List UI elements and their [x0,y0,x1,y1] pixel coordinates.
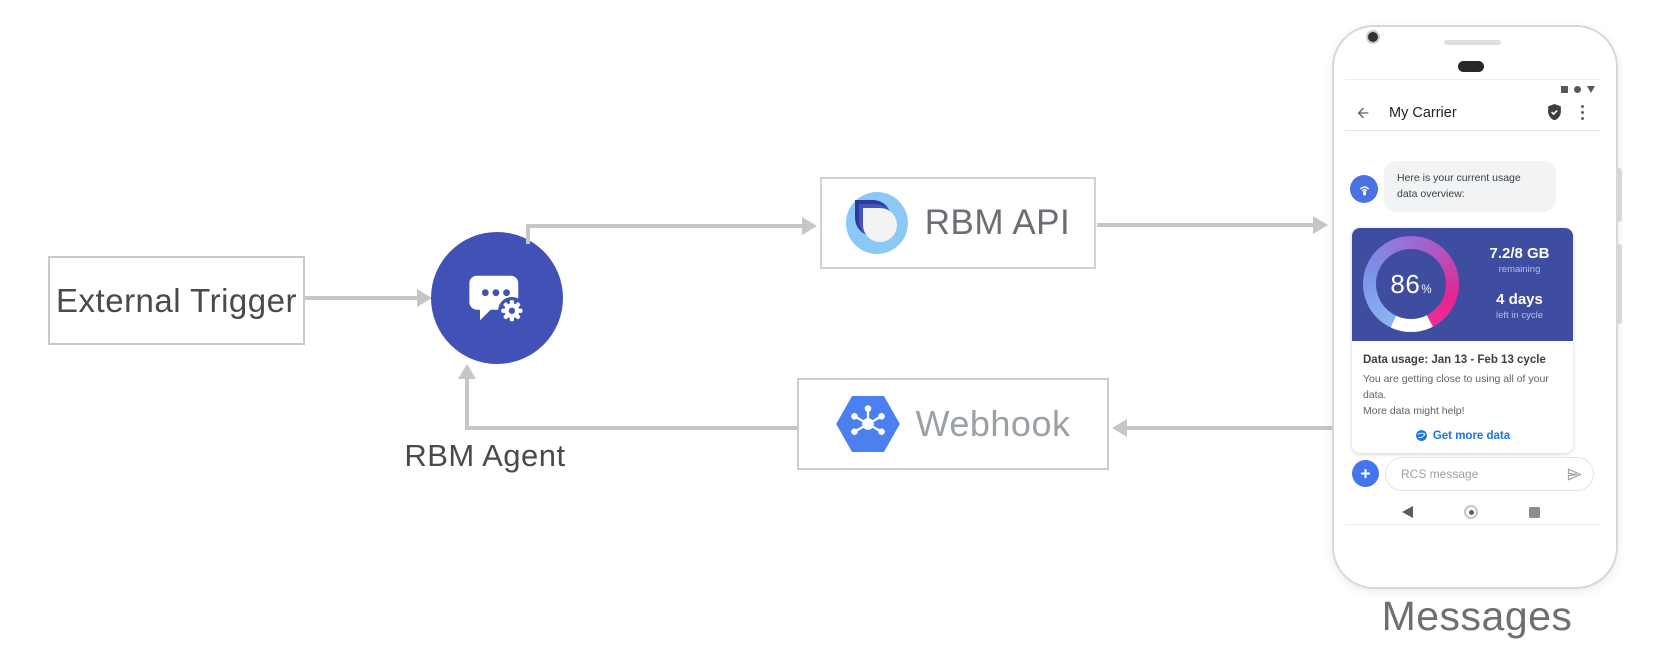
days-left-label: left in cycle [1496,310,1543,321]
usage-card-body-line2: More data might help! [1363,404,1465,417]
webhook-hexagon-icon [835,396,900,452]
carrier-avatar [1350,175,1378,203]
external-trigger-node: External Trigger [48,256,305,345]
usage-card: 86 % 7.2/8 GB remaining 4 days left in c… [1352,228,1573,454]
webhook-node: Webhook [797,378,1109,470]
bubble-text-line1: Here is your current usage [1397,172,1521,184]
usage-gauge: 86 % [1363,236,1459,332]
arrow-line [465,378,469,430]
plus-icon [1360,468,1371,479]
arrowhead-left-icon [1112,419,1127,437]
arrowhead-right-icon [802,217,817,235]
get-more-data-button[interactable]: Get more data [1363,429,1562,442]
arrow-line [1097,223,1313,227]
rbm-api-logo-icon [845,192,908,254]
chat-bubble: Here is your current usage data overview… [1384,161,1556,212]
arrow-line [1127,426,1332,430]
back-arrow-icon[interactable] [1355,105,1371,121]
external-trigger-label: External Trigger [56,281,297,319]
status-circle-icon [1574,86,1581,93]
gauge-percent: 86 [1390,268,1421,299]
arrowhead-up-icon [458,364,476,379]
arrow-line [526,224,804,228]
app-header: My Carrier [1345,95,1600,131]
verified-shield-icon [1547,104,1561,121]
add-attachment-button[interactable] [1352,460,1379,487]
chat-gear-icon [469,275,526,325]
overflow-menu-icon[interactable] [1579,103,1587,123]
usage-card-body-line1: You are getting close to using all of yo… [1363,373,1549,401]
power-button [1616,168,1622,222]
arrow-line [467,426,797,430]
usage-card-body: You are getting close to using all of yo… [1363,372,1562,419]
nav-back-icon[interactable] [1402,506,1413,518]
data-remaining-value: 7.2/8 GB [1489,245,1550,262]
status-square-icon [1561,86,1568,93]
android-navbar [1345,505,1600,523]
phone-screen: My Carrier Here is your current usage da… [1345,79,1600,525]
rbm-agent-label: RBM Agent [404,438,566,473]
volume-button [1616,244,1622,324]
rbm-api-node: RBM API [820,177,1096,269]
arrowhead-right-icon [1313,216,1328,234]
globe-icon [1415,430,1427,442]
webhook-label: Webhook [915,403,1071,444]
front-camera [1366,30,1380,44]
arrow-line [526,226,530,244]
arrowhead-right-icon [417,289,432,307]
messages-caption: Messages [1381,593,1573,639]
earpiece [1458,61,1484,72]
arrow-line [305,296,417,300]
usage-card-text-section: Data usage: Jan 13 - Feb 13 cycle You ar… [1352,341,1573,453]
send-icon[interactable] [1566,466,1583,483]
bubble-text-line2: data overview: [1397,188,1465,201]
rbm-agent-node [431,232,563,364]
nav-recents-icon[interactable] [1529,507,1540,518]
status-bar [1561,86,1595,93]
days-left-value: 4 days [1496,291,1543,308]
rcs-message-input[interactable] [1399,466,1566,482]
antenna-icon [1359,185,1369,196]
conversation-title: My Carrier [1389,104,1457,121]
data-remaining-label: remaining [1498,264,1541,275]
usage-card-gauge-section: 86 % 7.2/8 GB remaining 4 days left in c… [1352,228,1573,341]
status-triangle-icon [1587,86,1595,93]
nav-home-icon[interactable] [1464,505,1478,519]
get-more-data-label: Get more data [1432,429,1511,442]
usage-stats: 7.2/8 GB remaining 4 days left in cycle [1468,245,1571,321]
speaker-slot [1444,40,1501,45]
message-composer[interactable] [1385,457,1594,491]
usage-card-title: Data usage: Jan 13 - Feb 13 cycle [1363,354,1546,366]
rbm-api-label: RBM API [924,203,1071,242]
gauge-percent-sign: % [1421,283,1432,296]
